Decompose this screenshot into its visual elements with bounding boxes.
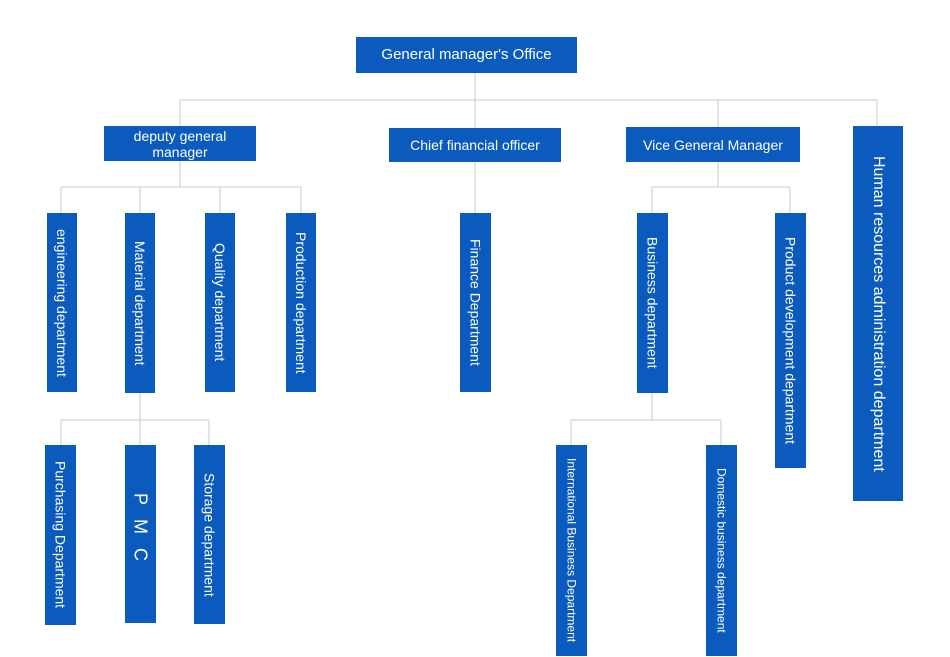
node-label: General manager's Office xyxy=(381,46,552,63)
node-label: deputy general manager xyxy=(133,127,227,160)
node-label: International Business Department xyxy=(564,458,579,643)
node-general-managers-office: General manager's Office xyxy=(356,37,577,73)
node-purchasing-department: Purchasing Department xyxy=(45,445,76,625)
node-label: Quality department xyxy=(212,243,228,362)
node-production-department: Production department xyxy=(286,213,316,392)
node-label: Storage department xyxy=(201,472,218,597)
node-international-business-department: International Business Department xyxy=(556,445,587,656)
node-quality-department: Quality department xyxy=(205,213,235,392)
node-label: Chief financial officer xyxy=(410,137,540,153)
node-label: Production department xyxy=(293,231,309,374)
node-label: Human resources administration departmen… xyxy=(870,155,887,472)
node-label: Business department xyxy=(644,237,661,369)
node-label: PMC xyxy=(130,493,151,575)
node-engineering-department: engineering department xyxy=(47,213,77,392)
node-chief-financial-officer: Chief financial officer xyxy=(389,128,561,162)
node-finance-department: Finance Department xyxy=(460,213,491,392)
node-domestic-business-department: Domestic business department xyxy=(706,445,737,656)
node-human-resources-administration: Human resources administration departmen… xyxy=(853,126,903,501)
node-vice-general-manager: Vice General Manager xyxy=(626,127,800,162)
node-business-department: Business department xyxy=(637,213,668,393)
node-deputy-general-manager: deputy general manager xyxy=(104,126,256,161)
node-storage-department: Storage department xyxy=(194,445,225,624)
node-label: Purchasing Department xyxy=(52,461,69,609)
node-label: Material department xyxy=(132,240,148,366)
node-product-development-department: Product development department xyxy=(775,213,806,468)
node-label: Vice General Manager xyxy=(643,136,783,153)
node-label: Domestic business department xyxy=(714,468,729,633)
node-pmc: PMC xyxy=(125,445,156,623)
node-label: Finance Department xyxy=(467,239,484,366)
node-label: engineering department xyxy=(54,228,70,377)
node-label: Product development department xyxy=(782,236,799,444)
node-material-department: Material department xyxy=(125,213,155,393)
